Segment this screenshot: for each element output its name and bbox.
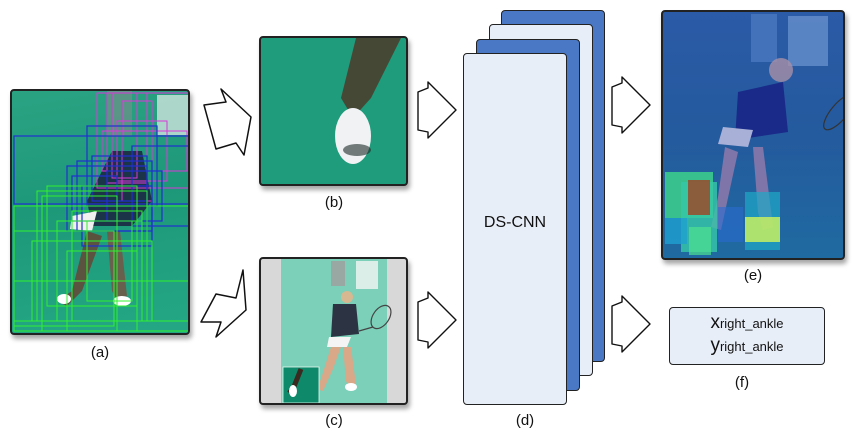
arrow-b-to-cnn-icon xyxy=(417,81,457,139)
y-coordinate: yright_ankle xyxy=(710,335,784,356)
caption-b: (b) xyxy=(324,194,344,211)
arrow-a-to-c-icon xyxy=(200,269,247,338)
ankle-crop xyxy=(335,38,401,164)
panel-a-image xyxy=(10,89,190,335)
caption-d: (d) xyxy=(515,412,535,429)
arrow-a-to-b-icon xyxy=(203,88,252,156)
panel-c-image xyxy=(259,257,408,405)
cnn-label: DS-CNN xyxy=(483,214,547,231)
panel-e-heatmap xyxy=(661,10,845,260)
x-coordinate: xright_ankle xyxy=(710,312,784,333)
panel-f-output: xright_ankle yright_ankle xyxy=(669,307,825,365)
caption-f: (f) xyxy=(734,374,750,391)
arrow-c-to-cnn-icon xyxy=(417,291,457,349)
caption-c: (c) xyxy=(325,412,343,429)
caption-e: (e) xyxy=(743,267,763,284)
heatmap-overlay xyxy=(665,14,843,255)
arrow-cnn-to-f-icon xyxy=(611,295,651,353)
player-frame xyxy=(282,261,392,403)
caption-a: (a) xyxy=(90,344,110,361)
bounding-boxes xyxy=(13,91,188,332)
panel-b-image xyxy=(259,36,408,186)
cnn-layer-1: DS-CNN xyxy=(463,53,567,405)
arrow-cnn-to-e-icon xyxy=(611,76,651,134)
